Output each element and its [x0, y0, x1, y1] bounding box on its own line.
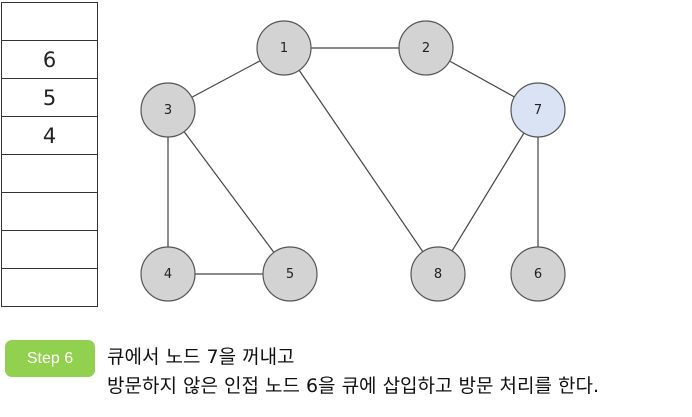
node-label: 6 — [534, 267, 542, 282]
graph: 1 2 3 4 5 6 7 8 — [140, 20, 566, 302]
queue-cell: 6 — [2, 41, 97, 79]
node-label: 5 — [286, 267, 294, 282]
node-label: 4 — [164, 267, 172, 282]
node-circle — [510, 82, 566, 138]
node-circle — [262, 246, 318, 302]
step-description-line-2: 방문하지 않은 인접 노드 6을 큐에 삽입하고 방문 처리를 한다. — [107, 375, 600, 397]
node-2: 2 — [398, 20, 454, 76]
node-label: 8 — [434, 267, 442, 282]
graph-edges — [167, 47, 539, 275]
step-description-line-1: 큐에서 노드 7을 꺼내고 — [107, 346, 295, 368]
queue-cell — [2, 269, 97, 307]
queue-cell — [2, 231, 97, 269]
node-1: 1 — [256, 20, 312, 76]
node-5: 5 — [262, 246, 318, 302]
edge-3-5 — [167, 109, 291, 275]
edge-7-8 — [437, 109, 539, 275]
queue-cell — [2, 155, 97, 193]
node-label: 7 — [534, 103, 542, 118]
queue-cell: 4 — [2, 117, 97, 155]
queue-cell: 5 — [2, 79, 97, 117]
step-badge: Step 6 — [5, 340, 95, 377]
node-7: 7 — [510, 82, 566, 138]
node-circle — [140, 246, 196, 302]
node-circle — [140, 82, 196, 138]
node-label: 2 — [422, 41, 430, 56]
node-label: 1 — [280, 41, 288, 56]
graph-nodes: 1 2 3 4 5 6 7 8 — [140, 20, 566, 302]
queue-cell — [2, 3, 97, 41]
node-4: 4 — [140, 246, 196, 302]
node-circle — [510, 246, 566, 302]
edge-1-8 — [283, 47, 439, 275]
queue-cell — [2, 193, 97, 231]
node-3: 3 — [140, 82, 196, 138]
node-8: 8 — [410, 246, 466, 302]
node-circle — [256, 20, 312, 76]
node-6: 6 — [510, 246, 566, 302]
node-circle — [398, 20, 454, 76]
step-description: 큐에서 노드 7을 꺼내고 방문하지 않은 인접 노드 6을 큐에 삽입하고 방… — [107, 343, 599, 401]
node-circle — [410, 246, 466, 302]
node-label: 3 — [164, 103, 172, 118]
